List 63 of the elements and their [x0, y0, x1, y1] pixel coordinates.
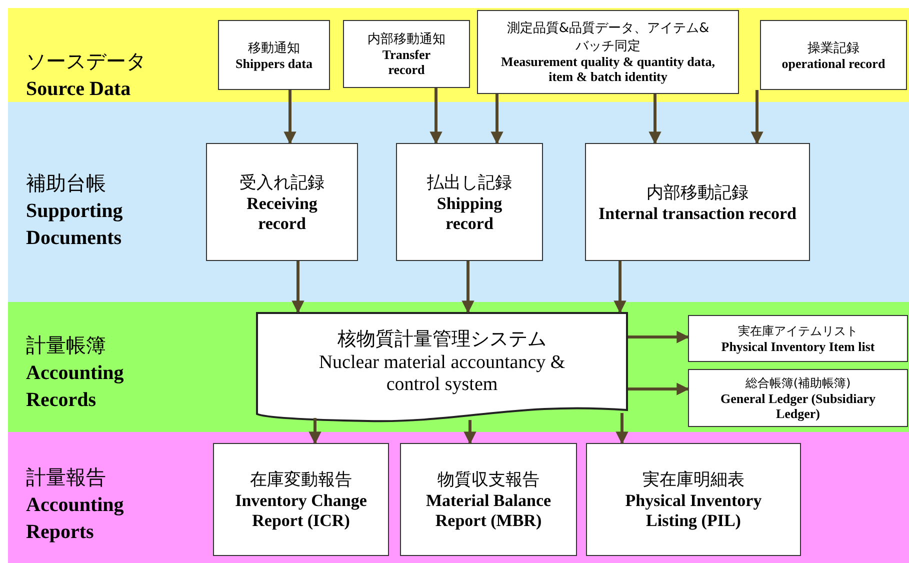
english-label: Measurement quality & quantity data, item & batch identity	[500, 55, 716, 85]
record-box	[760, 20, 907, 90]
japanese-label: 測定品質&品質データ、アイテム&バッチ同定	[506, 20, 710, 56]
record-box	[477, 10, 739, 94]
japanese-label: 払出し記録	[426, 172, 513, 194]
japanese-label: 実在庫アイテムリスト	[737, 322, 859, 340]
band-title: Accounting Records	[26, 361, 125, 413]
arrow	[616, 413, 628, 444]
english-label: Nuclear material accountancy & control system	[318, 352, 566, 396]
arrow	[490, 94, 504, 144]
english-label: Inventory Change Report (ICR)	[234, 491, 368, 531]
japanese-label: 操業記録	[806, 40, 860, 57]
japanese-label: 核物質計量管理システム	[336, 327, 548, 352]
arrow	[464, 420, 476, 444]
record-box	[586, 443, 801, 556]
arrow	[648, 94, 662, 144]
japanese-label: 内部移動記録	[646, 182, 750, 204]
arrow	[628, 330, 690, 344]
band-title: 補助台帳	[26, 170, 106, 197]
english-label: Transfer record	[381, 48, 432, 78]
band-title: Accounting Reports	[26, 493, 125, 545]
band-title: Source Data	[26, 77, 131, 102]
english-label: Receiving record	[246, 194, 318, 234]
record-box	[688, 315, 908, 362]
japanese-label: 物質収支報告	[436, 469, 540, 492]
record-box	[218, 20, 330, 90]
band-title: 計量報告	[26, 464, 106, 491]
english-label: General Ledger (Subsidiary Ledger)	[719, 392, 877, 422]
arrow	[308, 418, 322, 444]
arrow	[430, 88, 442, 144]
band	[8, 432, 909, 563]
english-label: operational record	[780, 56, 886, 72]
band-title: ソースデータ	[26, 48, 146, 75]
band-title: 計量帳簿	[26, 332, 106, 359]
japanese-label: 総合帳簿(補助帳簿)	[744, 374, 852, 392]
record-box	[206, 143, 358, 261]
english-label: Shippers data	[234, 56, 314, 72]
arrow	[292, 261, 304, 314]
band	[8, 8, 909, 102]
record-box	[396, 143, 543, 261]
arrow	[614, 261, 626, 314]
record-box	[688, 369, 908, 427]
english-label: Physical Inventory Listing (PIL)	[624, 491, 763, 531]
record-box	[400, 443, 577, 556]
record-box	[585, 143, 810, 261]
band-title: Supporting Documents	[26, 199, 124, 251]
japanese-label: 内部移動通知	[366, 31, 446, 48]
arrow	[628, 382, 690, 396]
english-label: Shipping record	[436, 194, 504, 234]
japanese-label: 移動通知	[247, 40, 301, 57]
arrow	[462, 261, 474, 314]
band	[8, 102, 909, 302]
english-label: Physical Inventory Item list	[720, 340, 876, 354]
english-label: Internal transaction record	[598, 204, 798, 224]
english-label: Material Balance Report (MBR)	[424, 491, 552, 531]
japanese-label: 受入れ記録	[238, 172, 326, 194]
japanese-label: 在庫変動報告	[249, 469, 353, 492]
record-box	[213, 443, 389, 556]
arrow	[750, 90, 764, 144]
record-box	[343, 20, 470, 88]
japanese-label: 実在庫明細表	[642, 469, 746, 492]
arrow	[284, 90, 296, 144]
band	[8, 302, 909, 432]
